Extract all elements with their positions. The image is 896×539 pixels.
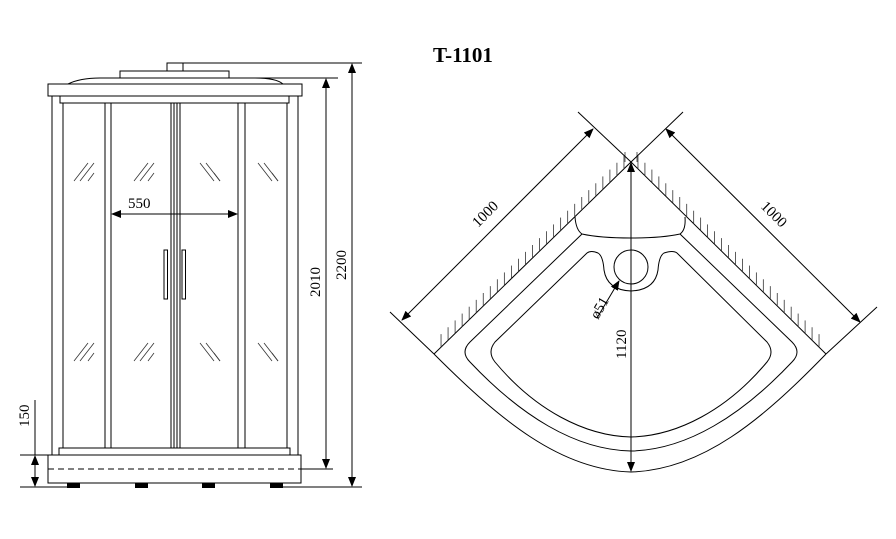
roof-box <box>119 70 230 79</box>
frame-posts <box>51 96 299 455</box>
side-right-dimension <box>665 128 861 323</box>
glass-mark <box>271 172 279 182</box>
height-2200-label: 2200 <box>334 250 350 280</box>
glass-mark <box>133 162 149 182</box>
glass-mark <box>133 342 149 362</box>
height-2010-label: 2010 <box>308 267 324 297</box>
side-left-label: 1000 <box>470 198 503 231</box>
door-width-label: 550 <box>128 196 151 212</box>
glass-mark <box>73 162 89 182</box>
glass-mark <box>199 162 215 182</box>
glass-mark <box>139 162 155 182</box>
roof-cap <box>166 62 184 72</box>
glass-mark <box>199 342 215 362</box>
side-right-label: 1000 <box>757 199 790 232</box>
glass-mark <box>73 342 89 362</box>
roof-dome <box>67 77 284 85</box>
door-handle-left <box>163 249 168 300</box>
glass-mark <box>139 342 155 362</box>
tray-height-label: 150 <box>17 405 33 428</box>
front-view: 550 2010 2200 150 <box>17 62 362 488</box>
top-view: 1000 1000 1120 ø51 <box>389 111 878 473</box>
walls <box>433 161 827 355</box>
glass-mark <box>213 352 221 362</box>
roof-slab <box>47 83 303 97</box>
glass-mark <box>79 342 95 362</box>
glass-mark <box>147 172 155 182</box>
glass-mark <box>79 162 95 182</box>
glass-mark <box>257 162 273 182</box>
glass-reflection-marks <box>73 162 279 362</box>
side-left-dimension <box>401 128 594 321</box>
glass-mark <box>257 342 273 362</box>
bottom-frame <box>58 447 291 456</box>
drain-leader <box>596 280 620 319</box>
glass-mark <box>213 172 221 182</box>
tray-outer-edge <box>433 353 827 473</box>
tray-feet <box>67 483 283 488</box>
corner-seat <box>574 216 686 239</box>
glass-mark <box>147 352 155 362</box>
glass-mark <box>87 352 95 362</box>
depth-label: 1120 <box>614 330 630 359</box>
top-frame <box>59 95 290 104</box>
glass-mark <box>87 172 95 182</box>
door-handle-right <box>181 249 186 300</box>
model-title: T-1101 <box>433 43 493 67</box>
glass-mark <box>271 352 279 362</box>
